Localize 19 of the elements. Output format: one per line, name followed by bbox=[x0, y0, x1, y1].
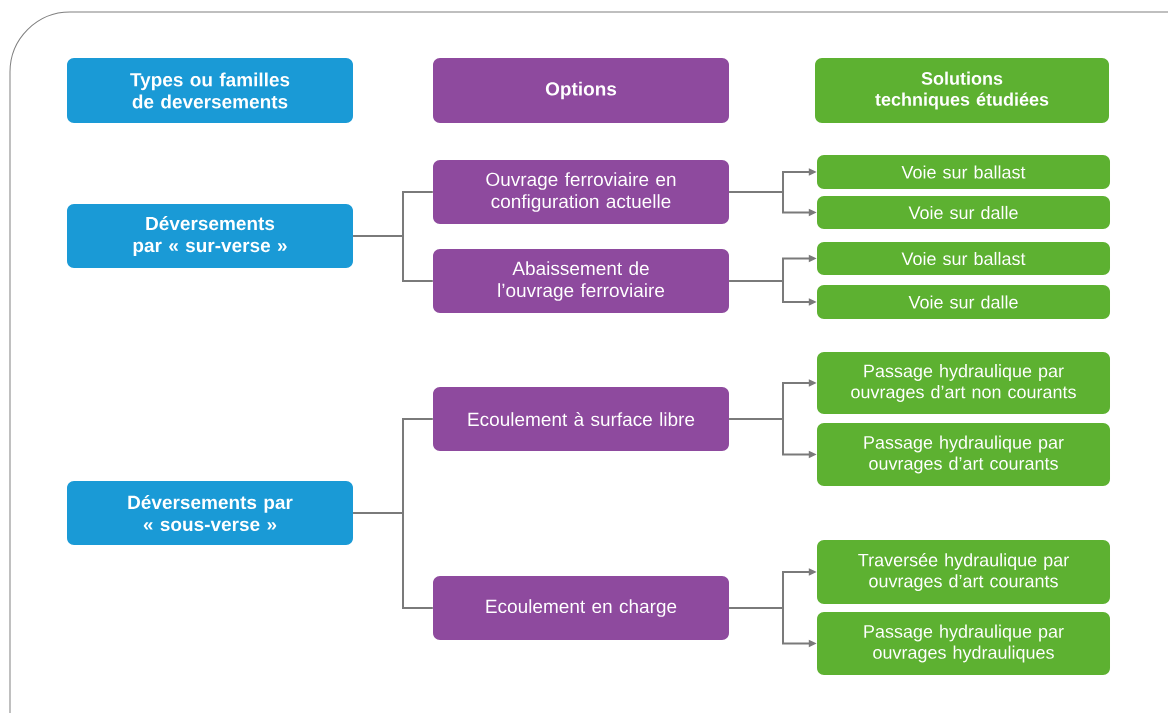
option-box: Abaissement de l’ouvrage ferroviaire bbox=[433, 249, 729, 313]
solution-box: Passage hydraulique par ouvrages d’art courants bbox=[817, 423, 1110, 486]
solution-box: Traversée hydraulique par ouvrages d’art courants bbox=[817, 540, 1110, 604]
connector bbox=[352, 512, 434, 609]
solution-box: Voie sur dalle bbox=[817, 285, 1110, 319]
category-box: Déversements par « sous-verse » bbox=[67, 481, 353, 545]
option-box: Ecoulement en charge bbox=[433, 576, 729, 640]
column-header: Types ou familles de deversements bbox=[67, 58, 353, 123]
solution-box: Voie sur dalle bbox=[817, 196, 1110, 229]
category-box: Déversements par « sur-verse » bbox=[67, 204, 353, 268]
solution-box: Passage hydraulique par ouvrages d’art non courants bbox=[817, 352, 1110, 414]
solution-box: Passage hydraulique par ouvrages hydrauliques bbox=[817, 612, 1110, 675]
column-header: Solutions techniques étudiées bbox=[815, 58, 1109, 123]
solution-box: Voie sur ballast bbox=[817, 242, 1110, 275]
solution-box: Voie sur ballast bbox=[817, 155, 1110, 189]
option-box: Ecoulement à surface libre bbox=[433, 387, 729, 451]
column-header: Options bbox=[433, 58, 729, 123]
connector bbox=[352, 235, 434, 282]
option-box: Ouvrage ferroviaire en configuration actuelle bbox=[433, 160, 729, 224]
